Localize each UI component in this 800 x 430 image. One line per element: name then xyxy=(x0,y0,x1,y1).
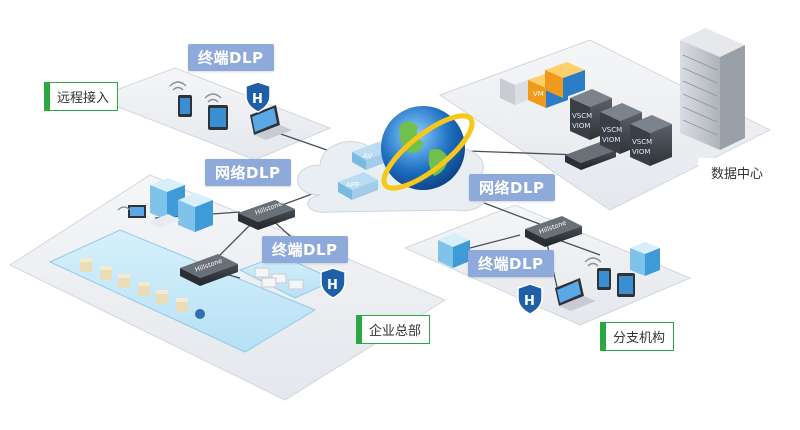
region-label-data-center: 数据中心 xyxy=(698,158,773,187)
vscm-label: VSCM xyxy=(572,112,592,120)
endpoint-dlp-tag-remote: 终端DLP xyxy=(188,44,274,71)
workstation-row xyxy=(80,258,205,319)
app-box: APP xyxy=(338,172,378,200)
building-icon xyxy=(150,178,213,232)
vscm-label: VSCM xyxy=(632,138,652,146)
endpoint-dlp-tag-branch: 终端DLP xyxy=(468,250,554,277)
region-label-headquarters: 企业总部 xyxy=(356,315,431,344)
building-icon xyxy=(438,233,470,268)
vm-box xyxy=(545,62,585,98)
shield-letter: H xyxy=(524,294,535,309)
globe-icon xyxy=(381,106,475,191)
vscm-label: VSCM xyxy=(602,126,622,134)
region-label-remote-access: 远程接入 xyxy=(44,82,119,111)
firewall-icon-branch: Hillstone xyxy=(525,216,582,247)
av-label: AV xyxy=(363,152,372,160)
region-label-branch: 分支机构 xyxy=(600,322,675,351)
computer-icon xyxy=(128,205,180,228)
network-dlp-tag-hq: 网络DLP xyxy=(205,159,291,186)
region-label-text: 分支机构 xyxy=(613,331,666,346)
vm-label: VM xyxy=(533,90,544,98)
tablet-icon xyxy=(617,273,635,297)
network-dlp-tag-branch: 网络DLP xyxy=(469,174,555,201)
region-label-text: 数据中心 xyxy=(711,167,764,182)
vscm-server: VSCM VIOM xyxy=(570,89,612,140)
wifi-icon xyxy=(117,206,131,211)
viom-label: VIOM xyxy=(632,148,650,156)
region-label-text: 远程接入 xyxy=(57,91,110,106)
endpoint-dlp-tag-hq: 终端DLP xyxy=(262,236,348,263)
shield-icon: H xyxy=(245,81,271,113)
shield-icon: H xyxy=(320,267,346,299)
viom-label: VIOM xyxy=(572,122,590,130)
platform-headquarters xyxy=(8,174,447,401)
wifi-icon xyxy=(584,257,602,267)
building-icon xyxy=(630,242,660,276)
viom-label: VIOM xyxy=(602,136,620,144)
tablet-icon xyxy=(178,95,192,117)
tablet-icon xyxy=(597,268,611,290)
firewall-icon-hq-floor: Hillstone xyxy=(180,254,238,286)
vscm-server: VSCM VIOM xyxy=(630,115,672,166)
wifi-icon xyxy=(169,81,222,103)
app-label: APP xyxy=(346,181,359,189)
laptop-icon xyxy=(555,278,596,311)
server-rack-icon xyxy=(680,28,745,150)
region-label-text: 企业总部 xyxy=(369,324,422,339)
shield-letter: H xyxy=(252,92,263,107)
firewall-icon-remote xyxy=(565,142,616,170)
tablet-icon xyxy=(208,105,228,130)
shield-icon: H xyxy=(517,283,543,315)
workstation-cluster xyxy=(254,267,304,290)
shield-letter: H xyxy=(327,278,338,293)
